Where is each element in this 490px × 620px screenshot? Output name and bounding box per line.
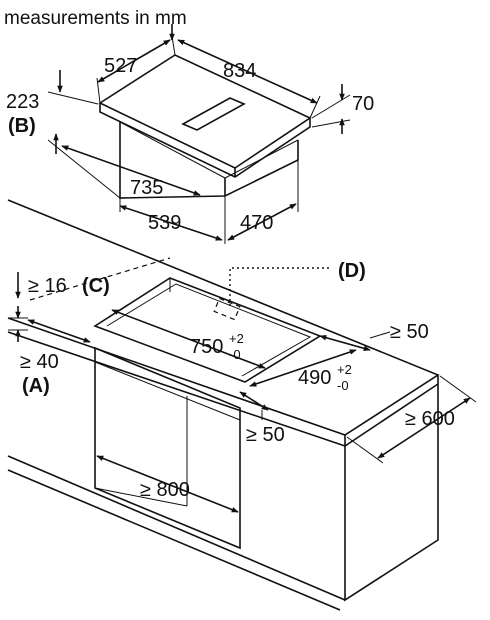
dim-800-arrow xyxy=(96,455,239,513)
dim-490-tol-plus: +2 xyxy=(337,362,352,377)
dim-16-label: ≥ 16 xyxy=(28,275,67,297)
dim-834-arrow xyxy=(177,39,318,104)
cabinet-opening xyxy=(94,346,241,550)
dim-600-arrow xyxy=(377,397,471,459)
dim-800-label: ≥ 800 xyxy=(140,479,190,501)
min-thickness-guide xyxy=(29,257,171,301)
cabinet-rail xyxy=(94,361,241,421)
label-d-pointer xyxy=(229,267,330,306)
dim-600-ext-front xyxy=(346,436,384,464)
dim-750-tol-minus: -0 xyxy=(229,347,241,362)
dim-735-arrow xyxy=(61,145,201,196)
hob-body-top-edge xyxy=(119,121,299,179)
cabinet-side-panel xyxy=(344,384,439,602)
dim-223-label: 223 xyxy=(6,91,39,113)
dim-539-label: 539 xyxy=(148,212,181,234)
dim-40-label: ≥ 40 xyxy=(20,351,59,373)
dim-50-gap-arrow xyxy=(239,391,269,411)
worktop-drawing: ≥ 16 (C) ≥ 40 (A) (D) 750 +2 -0 490 +2 -… xyxy=(7,199,477,611)
page-title: measurements in mm xyxy=(4,8,187,29)
dim-40-span-arrow xyxy=(27,319,91,343)
dim-470-arrow xyxy=(227,203,297,241)
dim-490-label: 490 xyxy=(298,367,331,389)
label-a: (A) xyxy=(22,375,50,397)
hob-drawing: 527 834 70 223 (B) 735 539 470 xyxy=(6,35,374,244)
dim-70-ext-top xyxy=(311,94,351,119)
label-c: (C) xyxy=(82,275,110,297)
dim-50-back-label: ≥ 50 xyxy=(390,321,429,343)
dim-490-arrow xyxy=(249,349,357,387)
hob-glass-edge xyxy=(99,103,311,178)
dim-50-gap-label: ≥ 50 xyxy=(246,424,285,446)
label-d: (D) xyxy=(338,260,366,282)
cabinet-plinth-line xyxy=(7,455,346,601)
dim-600-label: ≥ 600 xyxy=(405,408,455,430)
hob-vent-slot xyxy=(181,97,246,131)
dim-50-back-arrow xyxy=(319,335,371,351)
dim-527-arrow xyxy=(97,39,171,83)
worktop-top-surface xyxy=(7,199,440,436)
dim-70-ext-bottom xyxy=(311,119,351,128)
dim-490-tol-minus: -0 xyxy=(337,378,349,393)
dim-735-label: 735 xyxy=(130,177,163,199)
worktop-cutout xyxy=(93,277,322,383)
dim-223-ext-top xyxy=(47,91,99,105)
label-b: (B) xyxy=(8,115,36,137)
dim-750-arrow xyxy=(111,309,266,369)
dim-600-ext-back xyxy=(439,375,477,403)
dim-750-tol-plus: +2 xyxy=(229,331,244,346)
dim-834-ext-right xyxy=(309,95,321,119)
dim-527-ext-left xyxy=(96,77,101,104)
dim-527-label: 527 xyxy=(104,55,137,77)
dim-834-label: 834 xyxy=(223,60,256,82)
dim-223-ext-bottom xyxy=(47,139,121,199)
dim-750-label: 750 xyxy=(190,336,223,358)
floor-line xyxy=(7,469,341,611)
dim-539-arrow xyxy=(119,205,223,241)
cutout-marker-d xyxy=(213,297,241,321)
dim-70-label: 70 xyxy=(352,93,374,115)
dim-50-back-leader xyxy=(369,331,391,339)
dim-470-label: 470 xyxy=(240,212,273,234)
